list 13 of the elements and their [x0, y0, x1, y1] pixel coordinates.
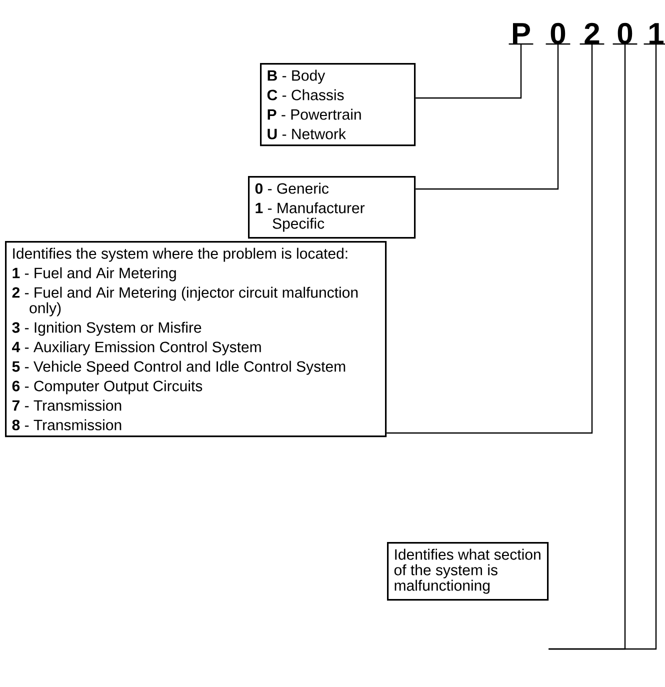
code-character: 2: [580, 22, 604, 45]
code-character: 1: [644, 23, 665, 45]
description-box: Identifies what section of the system is malfunctioning: [387, 542, 549, 601]
connector-line: [416, 44, 522, 99]
code-character: 0: [612, 22, 638, 45]
description-box: 0 - Generic 1 - Manufacturer Specific: [248, 176, 416, 239]
connector-line: [548, 44, 657, 650]
connector-line: [386, 44, 593, 434]
description-box: B - Body C - Chassis P - Powertrain U - Network: [260, 63, 416, 146]
description-box: Identifies the system where the problem is located: 1 - Fuel and Air Metering 2 - Fuel and Air Metering (injector circuit malfunction only) 3 - Ignition System or Misfire 4 - Auxiliary Emission Control System 5 - Vehicle Speed Control and Idle Control System 6 - Computer Output Circuits 7 - Transmission 8 - Transmission: [5, 241, 387, 438]
code-character: P: [508, 23, 534, 45]
code-character: 0: [546, 22, 570, 45]
connector-line: [416, 44, 559, 190]
